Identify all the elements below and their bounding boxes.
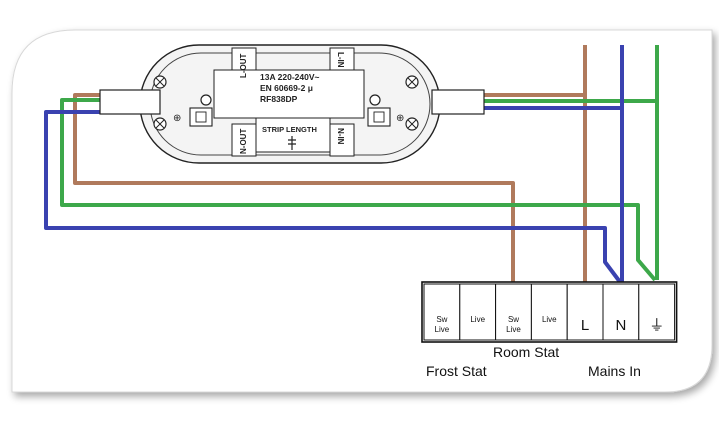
terminal-label-live-1: Live — [470, 315, 485, 324]
terminal-screw-left-1 — [200, 94, 212, 106]
n-in-label: N-IN — [336, 128, 345, 145]
terminal-live-1 — [459, 283, 497, 341]
wire-blue-neutral-left — [44, 110, 622, 284]
terminal-block-right — [367, 107, 391, 127]
room-stat-label: Room Stat — [493, 344, 559, 360]
n-in-label-box — [329, 123, 355, 157]
rating-line-1: 13A 220-240V~ — [260, 72, 320, 82]
frost-stat-label: Frost Stat — [426, 363, 487, 379]
terminal-label-live-2: Live — [542, 315, 557, 324]
terminal-live-2 — [530, 283, 568, 341]
terminal-screw-right-1 — [369, 94, 381, 106]
rating-line-2: EN 60669-2 μ — [260, 83, 313, 93]
cable-grip-left — [99, 89, 161, 115]
strip-length-gauge — [288, 136, 296, 150]
terminal-E — [638, 283, 676, 341]
n-out-label-box — [231, 123, 257, 157]
terminal-label-N: N — [615, 317, 626, 334]
rating-line-3: RF838DP — [260, 94, 298, 104]
timer-module: 13A 220-240V~ EN 60669-2 μ RF838DP STRIP… — [99, 44, 485, 164]
earth-symbol-left: ⊕ — [173, 113, 181, 124]
n-out-label: N-OUT — [239, 129, 248, 154]
earth-symbol-right: ⊕ — [396, 113, 404, 124]
strip-length-label: STRIP LENGTH — [262, 125, 317, 134]
l-out-label: L-OUT — [239, 53, 248, 78]
wire-green-earth-left — [60, 98, 657, 282]
terminal-label-E: ⏚ — [649, 317, 664, 334]
terminal-label-L: L — [581, 317, 589, 334]
terminal-N — [602, 283, 640, 341]
terminal-block-left — [189, 107, 213, 127]
wires — [44, 45, 659, 285]
l-in-label: L-IN — [336, 52, 345, 68]
terminal-sw-live-1 — [423, 283, 461, 341]
rating-plate — [213, 69, 365, 119]
mains-in-label: Mains In — [588, 363, 641, 379]
cable-grip-right — [431, 89, 485, 115]
strip-length-plate — [255, 117, 331, 153]
